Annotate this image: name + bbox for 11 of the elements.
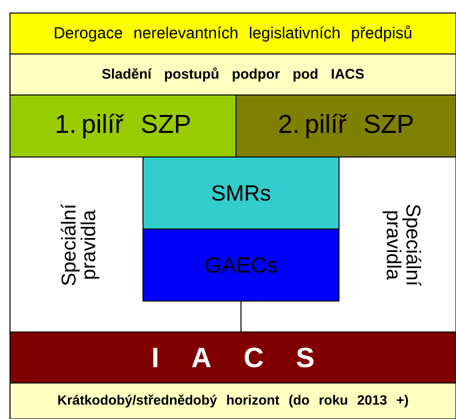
side-label: Speciální pravidla bbox=[60, 204, 100, 286]
layer-box: SMRs bbox=[142, 156, 340, 230]
banner-box: Krátkodobý/střednědobý horizont (do roku 2013 +) bbox=[10, 382, 456, 419]
foundation-bar: I A C S bbox=[10, 332, 456, 384]
layer-box: GAECs bbox=[142, 228, 340, 302]
banner-box: Derogace nerelevantních legislativních předpisů bbox=[10, 12, 456, 54]
pillar-box: 1. pilíř SZP bbox=[10, 94, 236, 158]
pillar-box: 2. pilíř SZP bbox=[236, 94, 456, 158]
connector-line bbox=[240, 301, 242, 332]
banner-box: Sladění postupů podpor pod IACS bbox=[10, 54, 456, 96]
side-label: Speciální pravidla bbox=[382, 204, 422, 286]
